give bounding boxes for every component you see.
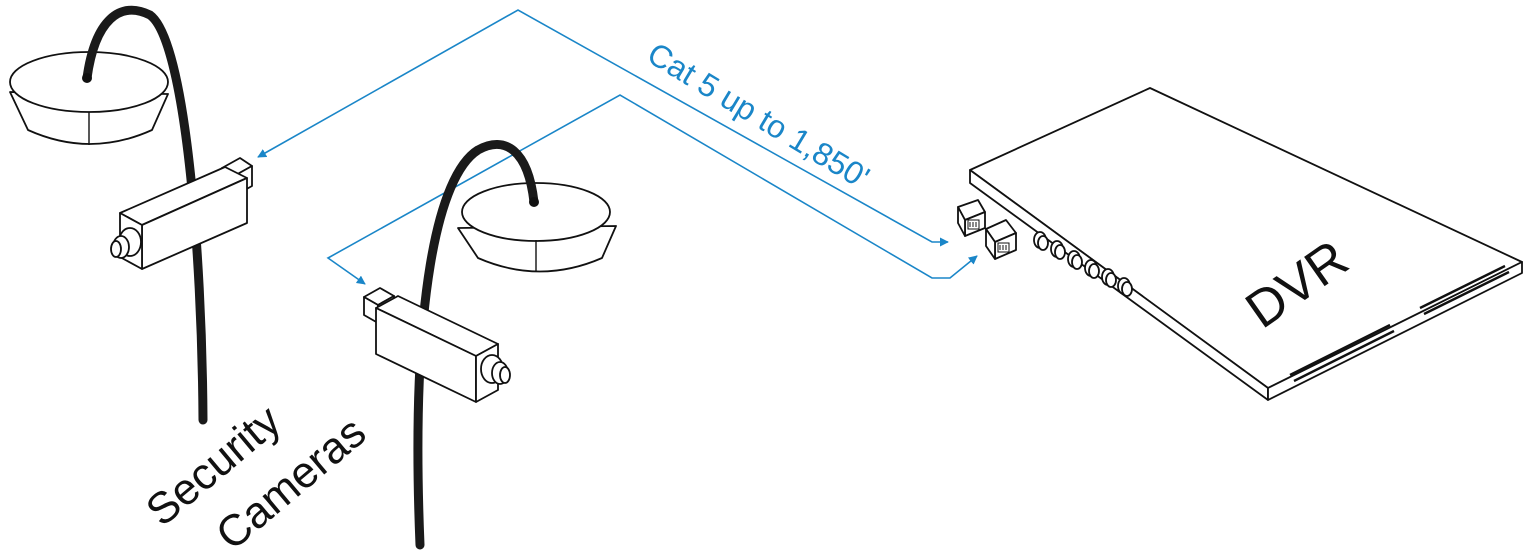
cat5-wire-camera-1 [257,9,949,247]
dvr-recorder: DVR [957,87,1523,401]
dvr-bnc-connectors [1033,231,1133,297]
bnc-connector-icon [1067,250,1083,270]
bnc-connector-icon [1084,259,1100,279]
camera-cable [413,140,539,550]
cat5-wires: Cat 5 up to 1,850' [257,9,978,285]
security-cameras-label: Security Cameras [137,396,375,552]
bnc-connector-icon [1117,277,1133,297]
cable-entry [82,73,92,83]
cat5-wire-camera-2 [326,94,978,285]
dome-camera-icon [457,182,617,273]
camera-2 [363,140,617,550]
bnc-connector-icon [1033,231,1049,251]
bnc-connector-icon [1101,268,1117,288]
cable-label: Cat 5 up to 1,850' [641,35,875,195]
bullet-camera-icon [110,157,253,270]
bullet-camera-icon [363,287,511,403]
camera-cable [82,5,208,425]
cable-entry [529,197,539,207]
dvr-vents [1289,264,1510,383]
rj45-port-icon [985,219,1017,260]
rj45-port-icon [957,199,986,237]
camera-1 [9,5,253,425]
bnc-connector-icon [1050,240,1066,260]
